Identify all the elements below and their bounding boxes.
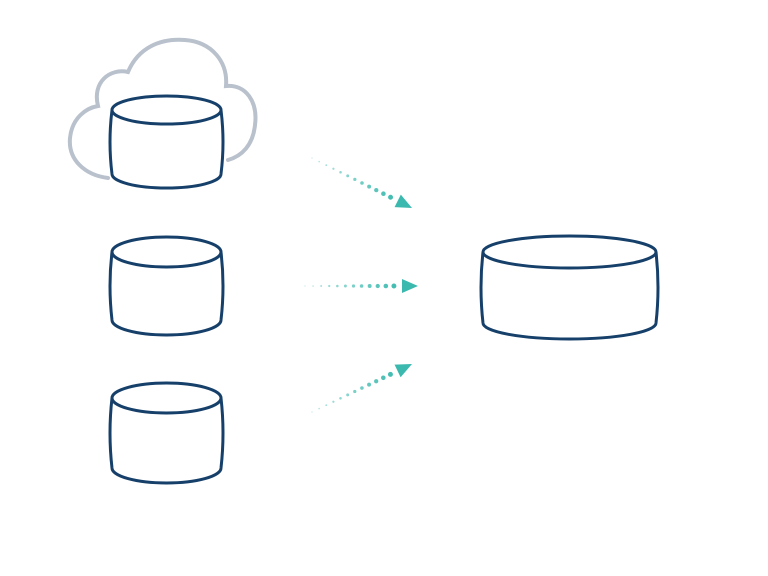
arrow-dot [383, 283, 389, 289]
arrow-dot [339, 397, 342, 400]
cylinder-bottom [110, 467, 223, 485]
arrow-dot [375, 283, 380, 289]
cylinder-top [110, 381, 223, 415]
arrow-dot [381, 375, 386, 381]
arrow-dot [367, 382, 372, 387]
arrow-dot [325, 404, 328, 407]
arrow-middle [304, 279, 418, 293]
cylinder-top [481, 234, 658, 270]
arrow-dot [336, 284, 339, 288]
cylinder-bottom [481, 322, 658, 341]
arrow-dot [332, 400, 335, 403]
arrow-dot [328, 284, 331, 288]
arrow-dot [388, 194, 394, 200]
arrow-dot [343, 284, 347, 288]
arrow-dot [325, 164, 328, 167]
arrow-top [311, 157, 412, 208]
cylinder-top [110, 94, 223, 126]
cylinder-top [110, 235, 223, 269]
cylinder-side-right [219, 251, 225, 321]
arrow-dot [311, 157, 313, 159]
arrow-head-icon [394, 194, 412, 208]
arrow-dot [312, 285, 314, 287]
arrow-dot [360, 386, 364, 390]
arrow-dot [311, 411, 313, 413]
cylinder-side-right [654, 251, 660, 324]
arrow-dot [391, 283, 397, 289]
arrow-dot [381, 191, 386, 197]
arrow-dot [351, 284, 356, 288]
cylinder-side-left [108, 397, 114, 469]
cylinder-side-left [108, 109, 114, 175]
arrow-dot [339, 171, 342, 174]
arrow-dot [367, 184, 372, 189]
arrow-dot [318, 160, 320, 163]
arrow-head-icon [394, 364, 412, 378]
arrow-dot [359, 284, 364, 288]
arrow-dot [318, 407, 320, 410]
database-cylinder-3 [108, 381, 225, 485]
arrow-dot [320, 285, 323, 287]
cloud-database-cylinder [108, 94, 225, 190]
arrow-dot [353, 177, 357, 182]
arrow-dot [346, 393, 350, 397]
arrow-dot [374, 379, 379, 384]
database-cylinder-2 [108, 235, 225, 337]
arrow-bottom [311, 364, 412, 413]
arrow-dot [304, 285, 306, 287]
arrow-dot [346, 174, 350, 178]
arrow-dot [360, 181, 364, 185]
cylinder-bottom [110, 173, 223, 190]
arrow-dot [332, 167, 335, 170]
arrow-dot [353, 389, 357, 394]
cylinder-bottom [110, 319, 223, 337]
arrow-dot [387, 371, 393, 377]
arrow-dot [367, 284, 372, 288]
cylinder-side-left [479, 251, 485, 324]
cylinder-side-right [219, 397, 225, 469]
cylinder-side-right [219, 109, 225, 175]
cylinder-side-left [108, 251, 114, 321]
arrow-head-icon [402, 279, 418, 293]
central-database-cylinder [479, 234, 660, 341]
arrow-dot [374, 188, 379, 193]
cloud-icon [67, 37, 258, 180]
